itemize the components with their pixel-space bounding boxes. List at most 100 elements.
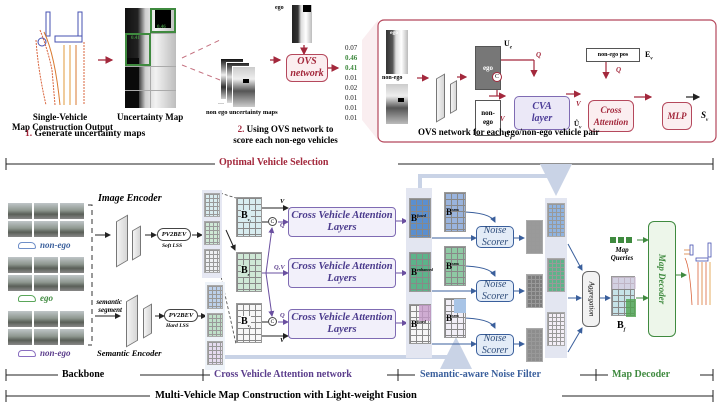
uncertainty-cell-value: 0.41: [131, 36, 140, 41]
uncertainty-map: 0.46 0.41: [125, 8, 176, 108]
filtered-feature-v1: [547, 203, 565, 237]
section-backbone: Backbone: [62, 369, 105, 380]
non-ego-label-1: non-ego: [40, 240, 71, 250]
filtered-feature-v2: [547, 312, 565, 346]
concat-icon: C: [268, 217, 277, 226]
semantic-encoder-layer: [143, 303, 152, 339]
mlp-box: MLP: [662, 102, 692, 130]
ovs-detail-caption: OVS network for each ego/non-ego vehicle…: [418, 127, 600, 137]
non-ego-label-2: non-ego: [40, 348, 71, 358]
bev-enhanced-ego: Benhanced: [409, 252, 433, 292]
filtered-feature-ego: [547, 258, 565, 292]
score-value: 0.01: [345, 114, 358, 122]
uncertainty-cell-value: 0.46: [157, 25, 166, 30]
concat-icon: C: [492, 72, 502, 82]
pv2bev-hard-box: PV2BEV: [164, 309, 198, 322]
bev-sem-ego: Bsem: [444, 246, 466, 286]
non-ego-pos-box: non-ego pos: [586, 48, 640, 62]
ego-map-label: ego: [275, 5, 284, 11]
ego-thumb: ego: [386, 30, 408, 74]
Q-label: Q: [280, 222, 285, 229]
V-label: V: [500, 115, 505, 123]
noise-map-1: [526, 220, 543, 254]
section-optimal-vehicle-selection: Optimal Vehicle Selection: [219, 157, 329, 168]
image-encoder-label: Image Encoder: [98, 193, 162, 204]
section-noise-filter: Semantic-aware Noise Filter: [420, 369, 541, 380]
map-decoder-box: Map Decoder: [648, 221, 676, 337]
non-ego-thumb: [386, 84, 408, 124]
camera-images-non-ego-1: [7, 202, 85, 238]
score-value: 0.46: [345, 54, 358, 62]
non-ego-uncertainty-maps: …: [218, 58, 270, 108]
Q-label: Q: [536, 51, 542, 59]
score-value: 0.01: [345, 94, 358, 102]
S-v-label: Sv: [701, 110, 709, 123]
V-output-label: V: [576, 100, 581, 108]
ego-label: ego: [40, 293, 53, 303]
B-f-label: Bf: [617, 320, 626, 333]
score-value: 0.02: [345, 84, 358, 92]
camera-images-ego: [7, 256, 85, 292]
bev-stack-image: [202, 190, 222, 278]
non-ego-maps-label: non ego uncertainty maps: [206, 109, 278, 116]
V-label: V: [280, 337, 285, 344]
bev-stack-semantic: [205, 282, 225, 370]
bev-fused-v2: Bfused: [409, 304, 431, 344]
U-e-label: Ue: [504, 39, 513, 51]
QV-label: Q,V: [274, 264, 285, 271]
Q-pos-label: Q: [616, 66, 622, 74]
step1-caption: 1. Generate uncertainty maps: [25, 129, 146, 139]
section-map-decoder: Map Decoder: [612, 369, 671, 380]
non-ego-feature-box: non-ego: [475, 100, 501, 136]
U-v-label: Uv: [504, 130, 513, 142]
soft-lss-label: Soft LSS: [162, 243, 183, 249]
score-value: 0.07: [345, 44, 358, 52]
bev-fused-final: [611, 276, 636, 317]
camera-images-non-ego-2: [7, 310, 85, 346]
E-v-label: Ev: [645, 50, 653, 62]
V-label: V: [280, 198, 285, 205]
non-ego-thumb-label: non-ego: [382, 75, 403, 81]
encoder-layer-icon: [436, 73, 445, 123]
section-overall: Multi-Vehicle Map Construction with Ligh…: [155, 390, 417, 401]
Q-label: Q: [280, 312, 285, 319]
uncertainty-map-label: Uncertainty Map: [117, 112, 184, 122]
score-value: 0.41: [345, 64, 358, 72]
bev-sem-v2: Bsem: [444, 298, 466, 338]
ego-uncertainty-map: [292, 5, 312, 43]
U-hat-v-label: Ûv: [574, 120, 582, 131]
bev-feature-v1: Bv₁: [236, 197, 262, 237]
image-encoder-layer: [132, 225, 141, 261]
car-icon: [18, 350, 36, 357]
bev-feature-ego: Be: [236, 252, 262, 292]
ego-feature-box: ego: [475, 46, 501, 90]
image-encoder-layer: [116, 214, 128, 268]
score-value: 0.01: [345, 74, 358, 82]
pv2bev-soft-box: PV2BEV: [157, 228, 191, 241]
score-value: 0.01: [345, 104, 358, 112]
noise-map-2: [526, 274, 543, 308]
semantic-encoder-label: Semantic Encoder: [97, 348, 162, 358]
car-icon: [18, 242, 36, 249]
bev-feature-v2: Bv₂: [236, 303, 262, 343]
aggregation-box: Aggregation: [582, 271, 600, 327]
semantic-encoder-layer: [126, 294, 138, 348]
car-icon: [18, 295, 36, 302]
concat-icon: C: [268, 317, 277, 326]
hard-lss-label: Hard LSS: [166, 323, 189, 329]
encoder-layer-icon: [450, 79, 457, 115]
map-queries-icon: [610, 237, 632, 243]
